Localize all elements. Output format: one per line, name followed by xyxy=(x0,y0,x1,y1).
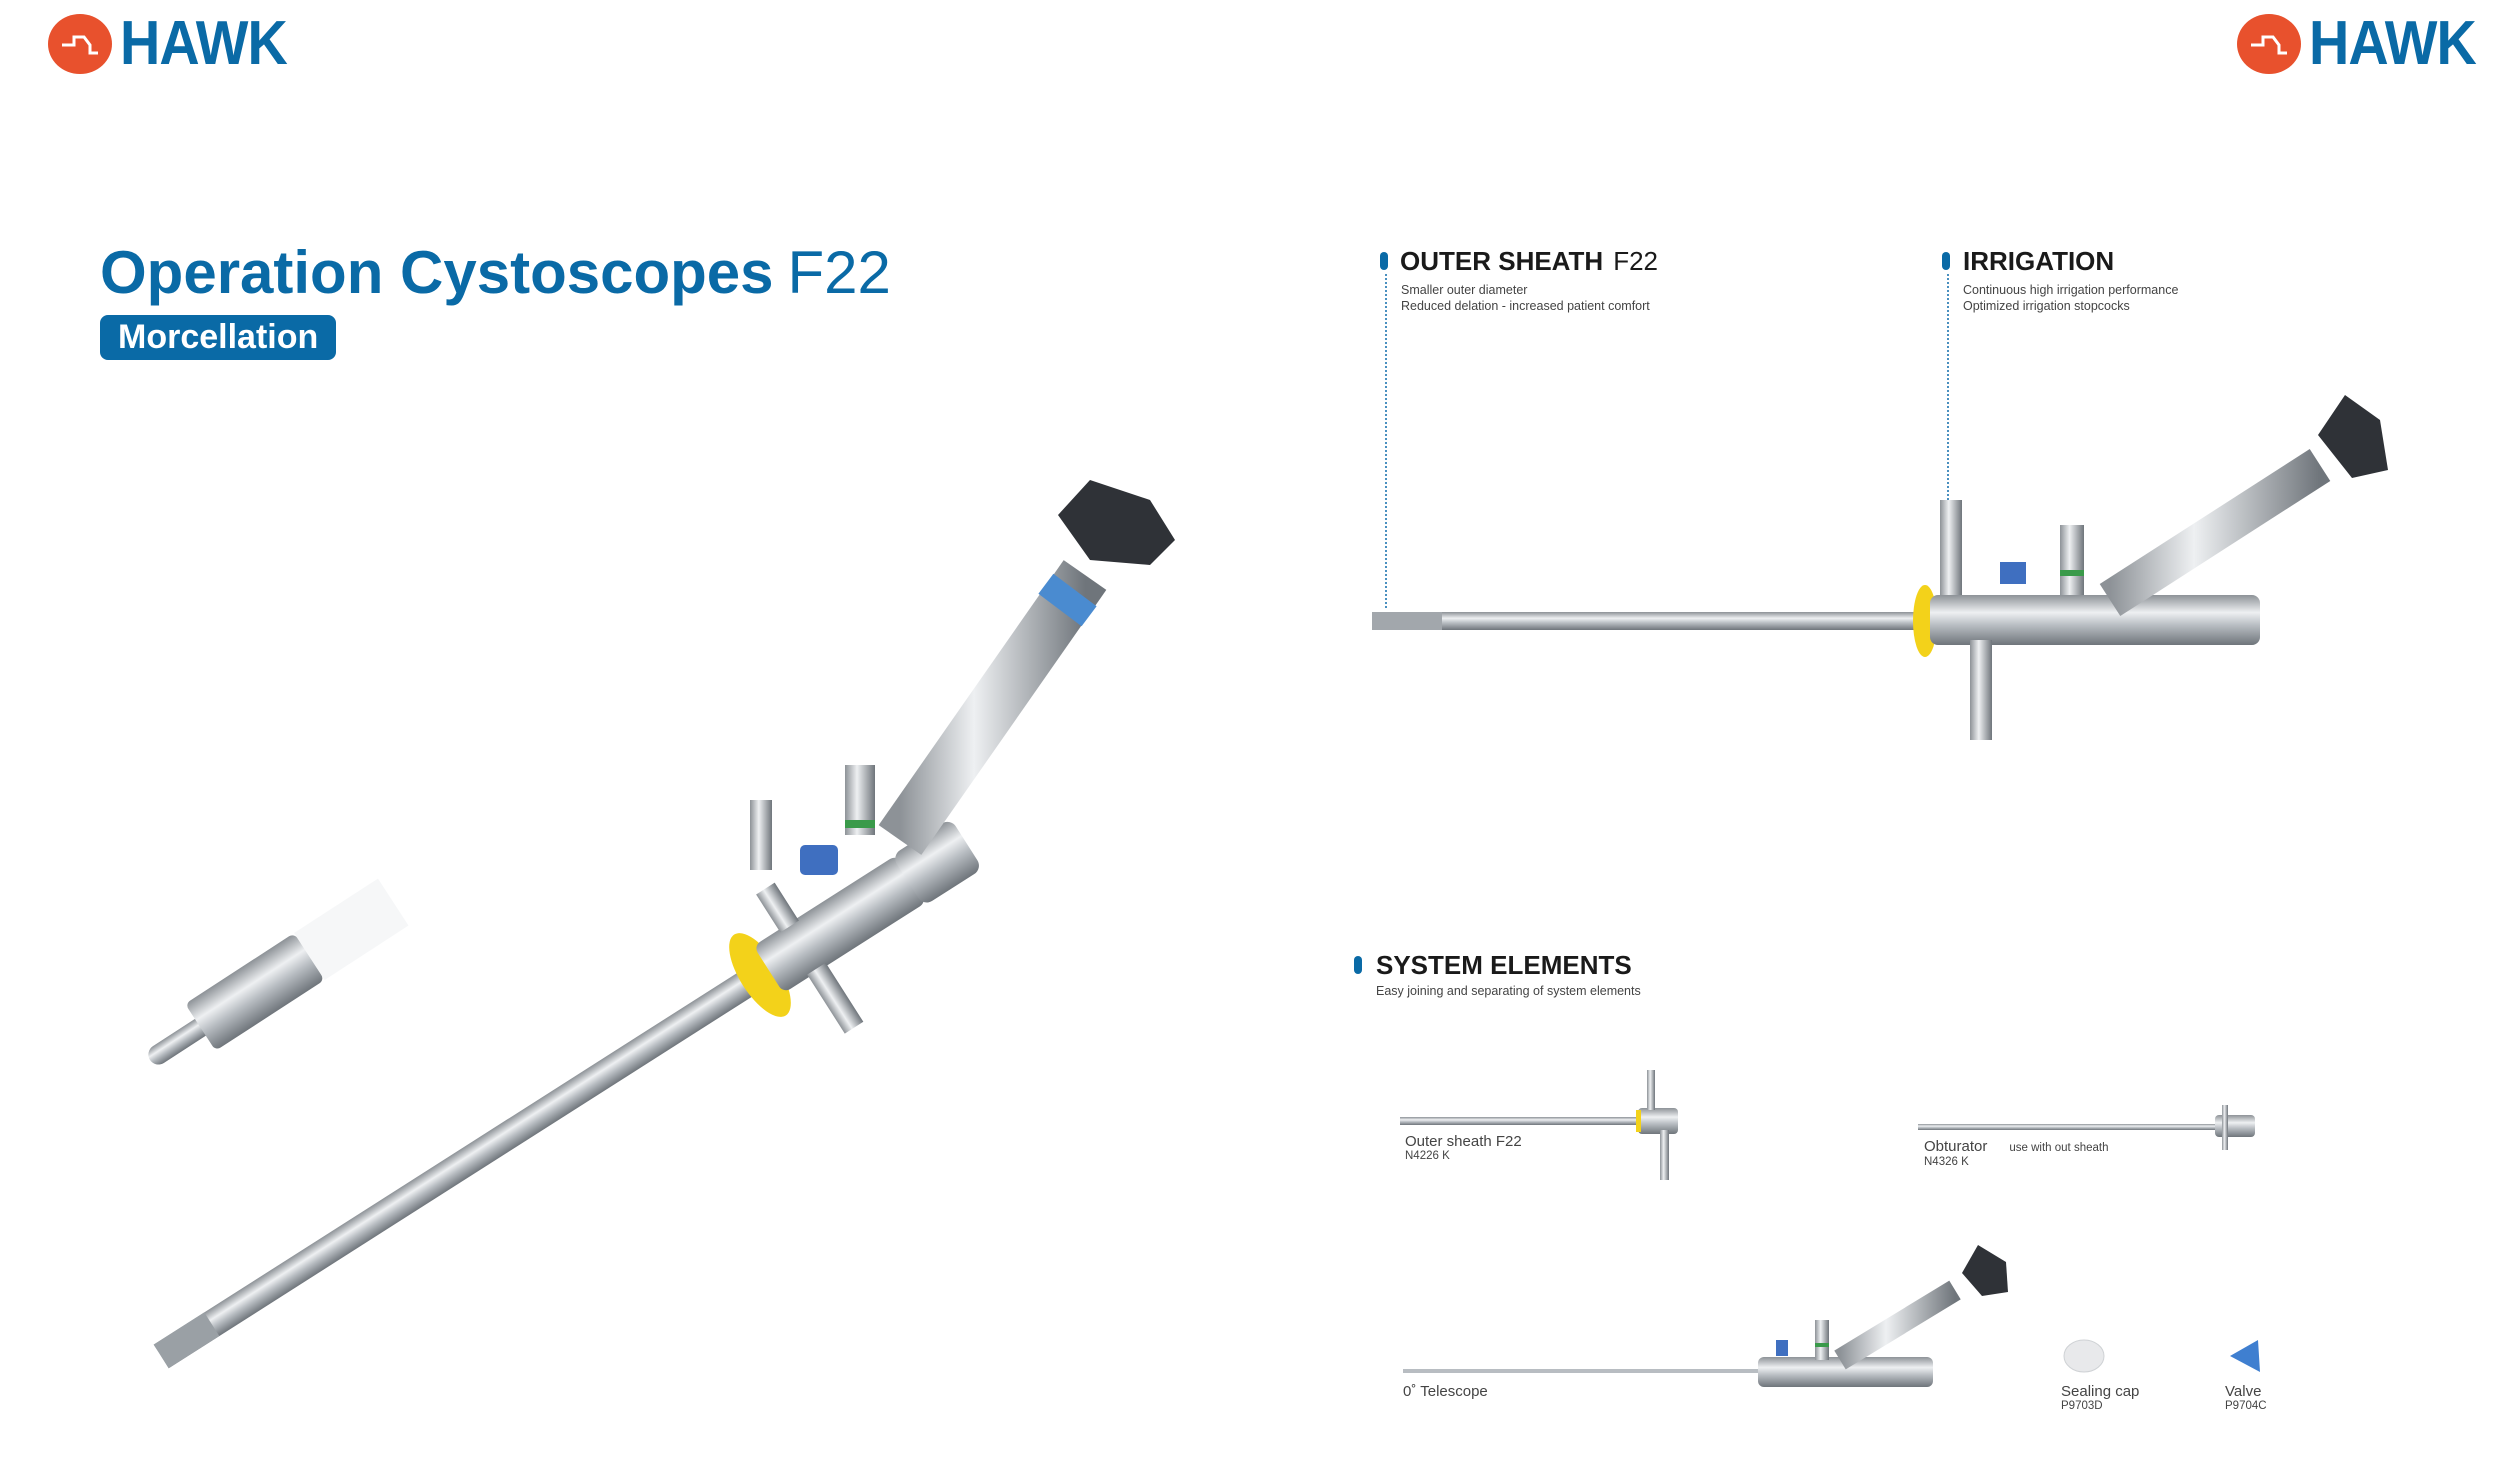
telescope-image xyxy=(1403,1245,2008,1387)
bullet-icon xyxy=(1942,252,1950,270)
obturator-image xyxy=(1918,1105,2255,1150)
main-cystoscope-image xyxy=(153,821,979,1369)
item-code: N4226 K xyxy=(1405,1150,1450,1162)
leader-line xyxy=(1385,274,1387,608)
item-code: P9704C xyxy=(2225,1400,2267,1412)
valve-image xyxy=(2230,1340,2260,1372)
feature-line: Continuous high irrigation performance xyxy=(1963,283,2179,297)
item-name: Valve xyxy=(2225,1383,2262,1400)
brand-logo-left: HAWK xyxy=(48,8,305,79)
bullet-icon xyxy=(1380,252,1388,270)
feature-suffix: F22 xyxy=(1613,246,1659,276)
brand-name: HAWK xyxy=(120,9,288,78)
feature-line: Optimized irrigation stopcocks xyxy=(1963,299,2130,313)
item-name: Outer sheath F22 xyxy=(1405,1133,1522,1150)
morcellation-tip-image xyxy=(148,878,409,1065)
feature-line: Smaller outer diameter xyxy=(1401,283,1528,297)
item-note: use with out sheath xyxy=(2009,1142,2109,1154)
title-size: F22 xyxy=(787,239,891,306)
outer-sheath-scope-image xyxy=(1372,395,2388,740)
hawk-logo-icon xyxy=(2237,13,2301,74)
item-telescope: 0˚ Telescope xyxy=(1403,1383,1488,1400)
item-name: Obturator xyxy=(1924,1138,1988,1155)
sealing-cap-image xyxy=(2063,1339,2105,1373)
item-code: P9703D xyxy=(2061,1400,2103,1412)
morcellation-badge: Morcellation xyxy=(100,315,337,360)
title-main: Operation Cystoscopes xyxy=(100,239,774,306)
system-elements-title: SYSTEM ELEMENTS xyxy=(1376,950,1632,980)
feature-irrigation-title: IRRIGATION xyxy=(1963,246,2115,276)
feature-title: OUTER SHEATH xyxy=(1400,246,1604,276)
item-name: Sealing cap xyxy=(2061,1383,2140,1400)
leader-line xyxy=(1947,274,1949,500)
feature-line: Reduced delation - increased patient com… xyxy=(1401,299,1650,313)
bullet-icon xyxy=(1354,956,1362,974)
item-code: N4326 K xyxy=(1924,1156,1969,1168)
system-elements-subtitle: Easy joining and separating of system el… xyxy=(1376,984,1641,998)
outer-sheath-image xyxy=(1400,1070,1678,1180)
brand-name: HAWK xyxy=(2309,9,2477,78)
brand-logo-right: HAWK xyxy=(2237,8,2494,79)
feature-outer-sheath-title: OUTER SHEATH F22 xyxy=(1400,246,1658,277)
hawk-logo-icon xyxy=(48,13,112,74)
